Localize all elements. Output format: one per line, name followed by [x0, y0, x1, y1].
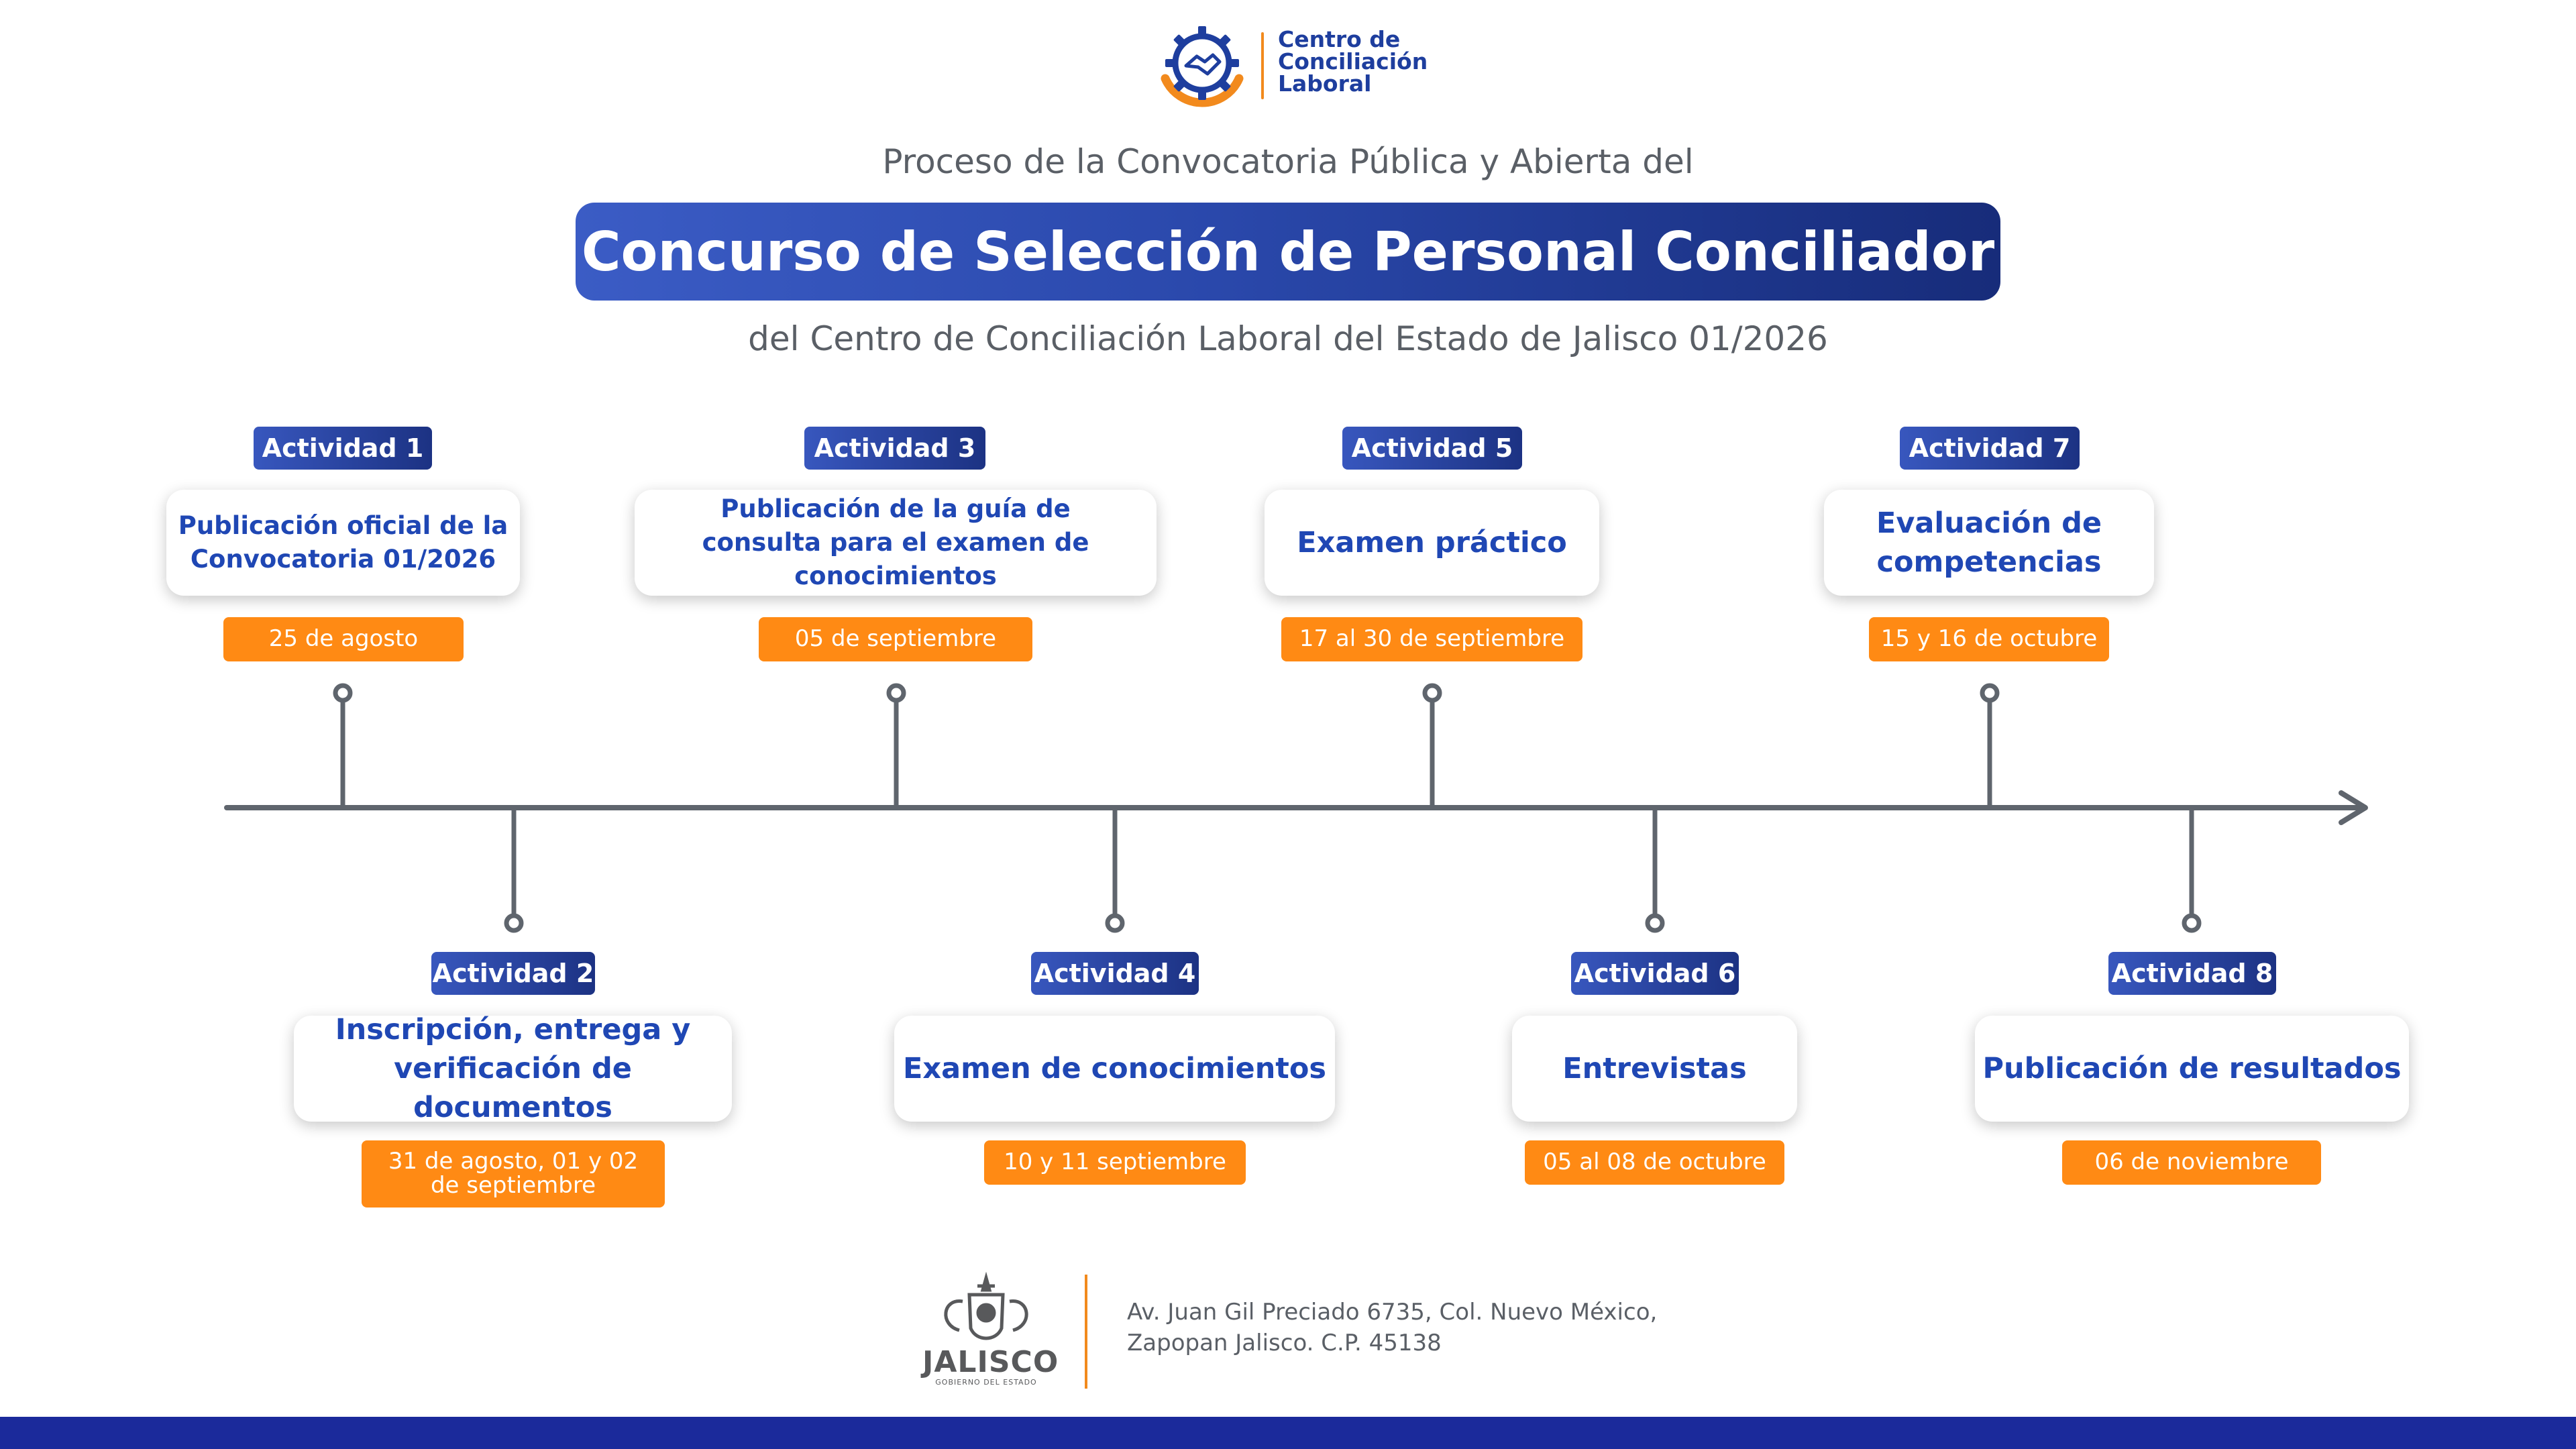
- logo-line-2: Conciliación: [1278, 48, 1428, 74]
- bottom-bar: [0, 1417, 2576, 1449]
- activity-7-card: Evaluación de competencias: [1824, 490, 2154, 596]
- footer-divider: [1085, 1275, 1087, 1389]
- activity-2-title: Inscripción, entrega y verificación de d…: [335, 1012, 691, 1125]
- activity-4-card: Examen de conocimientos: [894, 1016, 1335, 1122]
- activity-2-badge: Actividad 2: [431, 952, 595, 995]
- title-banner: Concurso de Selección de Personal Concil…: [576, 203, 2000, 301]
- activity-1-badge: Actividad 1: [254, 427, 432, 470]
- logo-line-3: Laboral: [1278, 70, 1372, 97]
- activity-1-title: Publicación oficial de la Convocatoria 0…: [178, 511, 508, 574]
- activity-6-card: Entrevistas: [1512, 1016, 1797, 1122]
- activity-2-card: Inscripción, entrega y verificación de d…: [294, 1013, 732, 1124]
- ccl-logo-icon: [1148, 15, 1256, 122]
- activity-5-date: 17 al 30 de septiembre: [1281, 617, 1582, 661]
- address: Av. Juan Gil Preciado 6735, Col. Nuevo M…: [1127, 1297, 1657, 1358]
- activity-7-badge: Actividad 7: [1900, 427, 2080, 470]
- activity-6-title: Entrevistas: [1562, 1051, 1747, 1085]
- activity-8-date: 06 de noviembre: [2062, 1140, 2321, 1185]
- activity-8-badge: Actividad 8: [2108, 952, 2276, 995]
- logo-divider: [1261, 32, 1264, 99]
- logo-line-1: Centro de: [1278, 26, 1401, 52]
- activity-6-date: 05 al 08 de octubre: [1525, 1140, 1784, 1185]
- jalisco-seal-icon: [922, 1271, 1050, 1385]
- activity-8-title: Publicación de resultados: [1982, 1051, 2402, 1085]
- activity-8-card: Publicación de resultados: [1975, 1016, 2409, 1122]
- activity-5-title: Examen práctico: [1297, 525, 1567, 559]
- jalisco-subtitle: GOBIERNO DEL ESTADO: [935, 1378, 1037, 1387]
- activity-3-date: 05 de septiembre: [759, 617, 1032, 661]
- address-line-2: Zapopan Jalisco. C.P. 45138: [1127, 1330, 1442, 1356]
- post-title: del Centro de Conciliación Laboral del E…: [748, 319, 1828, 358]
- activity-3-title: Publicación de la guía de consulta para …: [702, 494, 1089, 590]
- activity-3-card: Publicación de la guía de consulta para …: [635, 490, 1157, 596]
- activity-4-title: Examen de conocimientos: [902, 1051, 1327, 1085]
- activity-7-title: Evaluación de competencias: [1876, 506, 2102, 579]
- jalisco-wordmark: JALISCO: [922, 1345, 1059, 1379]
- activity-6-badge: Actividad 6: [1571, 952, 1739, 995]
- activity-7-date: 15 y 16 de octubre: [1869, 617, 2109, 661]
- page-title: Concurso de Selección de Personal Concil…: [581, 220, 1995, 283]
- activity-4-date: 10 y 11 septiembre: [984, 1140, 1246, 1185]
- pre-title: Proceso de la Convocatoria Pública y Abi…: [882, 142, 1694, 181]
- ccl-logo-text: Centro de Conciliación Laboral: [1278, 28, 1428, 95]
- activity-1-card: Publicación oficial de la Convocatoria 0…: [166, 490, 520, 596]
- activity-2-date: 31 de agosto, 01 y 02 de septiembre: [362, 1140, 665, 1208]
- activity-5-badge: Actividad 5: [1342, 427, 1522, 470]
- activity-5-card: Examen práctico: [1265, 490, 1599, 596]
- address-line-1: Av. Juan Gil Preciado 6735, Col. Nuevo M…: [1127, 1299, 1658, 1326]
- activity-4-badge: Actividad 4: [1031, 952, 1199, 995]
- activity-3-badge: Actividad 3: [804, 427, 985, 470]
- activity-1-date: 25 de agosto: [223, 617, 464, 661]
